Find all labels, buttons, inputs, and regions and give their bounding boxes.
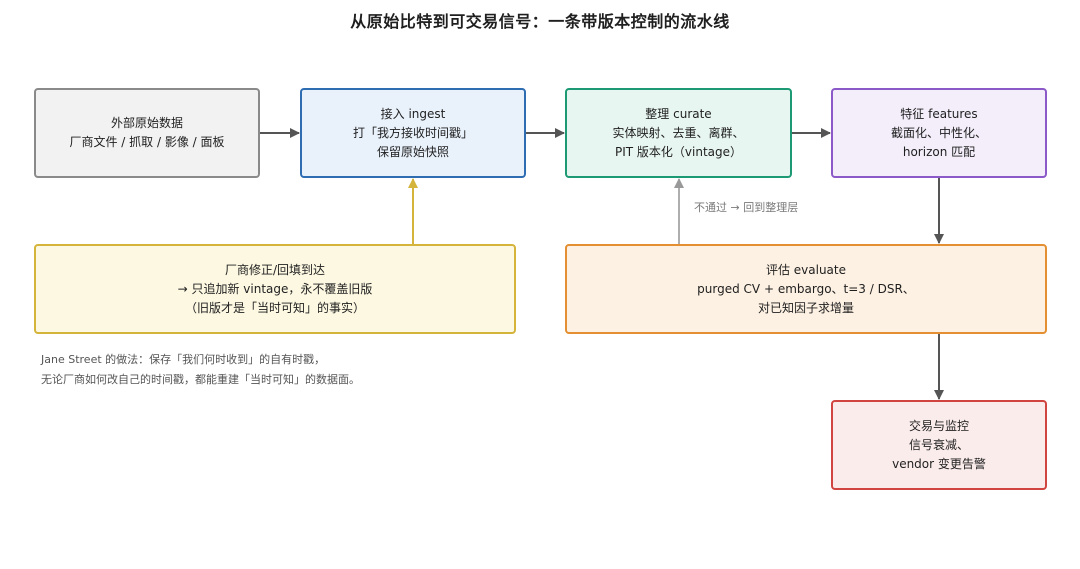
node-trade-monitor: 交易与监控 信号衰减、 vendor 变更告警 — [831, 400, 1047, 490]
node-label: → 只追加新 vintage，永不覆盖旧版 — [177, 281, 373, 296]
node-label: 厂商修正/回填到达 — [224, 262, 326, 277]
node-label: 对已知因子求增量 — [757, 300, 854, 315]
node-features: 特征 features 截面化、中性化、 horizon 匹配 — [831, 88, 1047, 178]
node-label: 特征 features — [900, 106, 978, 121]
node-label: 截面化、中性化、 — [890, 125, 987, 140]
node-label: 厂商文件 / 抓取 / 影像 / 面板 — [69, 135, 225, 149]
node-label: horizon 匹配 — [902, 144, 976, 159]
node-raw-data: 外部原始数据 厂商文件 / 抓取 / 影像 / 面板 — [34, 88, 260, 178]
node-label: 整理 curate — [645, 106, 712, 121]
feedback-edge-label: 不通过 → 回到整理层 — [694, 201, 799, 214]
node-label: 评估 evaluate — [765, 262, 847, 277]
node-vendor-revision: 厂商修正/回填到达 → 只追加新 vintage，永不覆盖旧版 （旧版才是「当时… — [34, 244, 516, 334]
node-evaluate: 评估 evaluate purged CV + embargo、t=3 / DS… — [565, 244, 1047, 334]
node-label: 接入 ingest — [380, 106, 446, 121]
node-label: 实体映射、去重、离群、 — [612, 125, 745, 140]
footnote-line: Jane Street 的做法：保存「我们何时收到」的自有时戳， — [41, 353, 326, 366]
node-label: （旧版才是「当时可知」的事实） — [184, 300, 365, 315]
node-curate: 整理 curate 实体映射、去重、离群、 PIT 版本化（vintage） — [565, 88, 792, 178]
node-label: vendor 变更告警 — [892, 456, 986, 471]
node-label: purged CV + embargo、t=3 / DSR、 — [697, 281, 915, 296]
footnote-line: 无论厂商如何改自己的时间戳，都能重建「当时可知」的数据面。 — [41, 373, 360, 386]
node-label: 打「我方接收时间戳」 — [352, 125, 473, 140]
node-ingest: 接入 ingest 打「我方接收时间戳」 保留原始快照 — [300, 88, 526, 178]
diagram-title: 从原始比特到可交易信号：一条带版本控制的流水线 — [350, 12, 730, 31]
footnote: Jane Street 的做法：保存「我们何时收到」的自有时戳， 无论厂商如何改… — [41, 350, 360, 390]
node-label: 外部原始数据 — [110, 116, 183, 130]
node-label: 保留原始快照 — [376, 144, 449, 159]
node-label: PIT 版本化（vintage） — [614, 144, 743, 159]
node-label: 交易与监控 — [908, 418, 969, 433]
node-label: 信号衰减、 — [908, 437, 969, 452]
